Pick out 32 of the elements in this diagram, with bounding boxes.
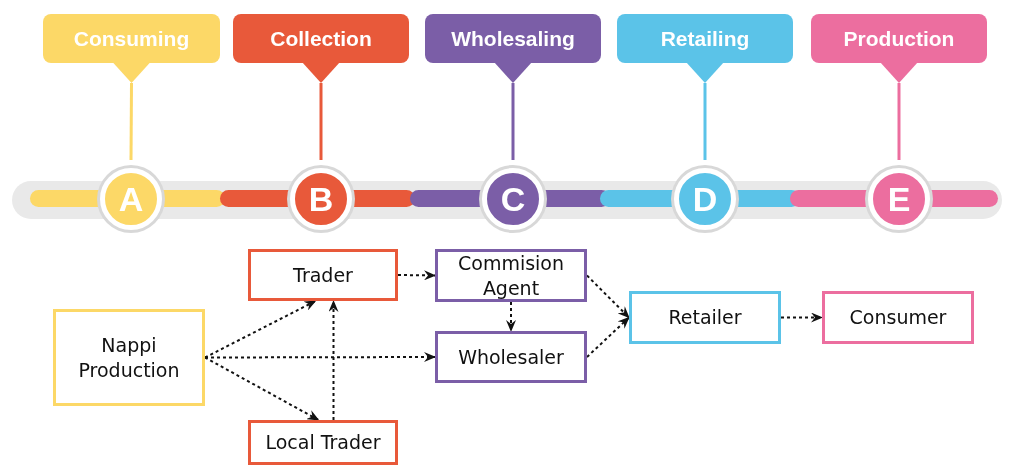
process-box: [53, 309, 205, 406]
arrow: [586, 274, 630, 319]
process-box: [435, 249, 587, 302]
leader-line: [129, 83, 133, 160]
arrow: [586, 316, 630, 358]
leader-line: [511, 83, 515, 160]
box-label: Trader: [293, 262, 353, 288]
leader-line: [703, 83, 707, 160]
process-box: [629, 291, 781, 344]
stage-circle: D: [674, 168, 736, 230]
leader-line: [319, 83, 323, 160]
arrow: [328, 300, 339, 421]
process-box: [822, 291, 974, 344]
process-box: [248, 420, 398, 465]
leader-line: [897, 83, 901, 160]
arrow: [204, 356, 320, 421]
stage-circle: B: [290, 168, 352, 230]
arrow: [780, 312, 823, 323]
process-box: [435, 331, 587, 383]
box-label: Nappi Production: [77, 332, 181, 383]
stage-circle: E: [868, 168, 930, 230]
process-box: [248, 249, 398, 301]
box-label: Commision Agent: [457, 250, 565, 301]
arrow: [397, 270, 436, 281]
box-label: Retailer: [668, 305, 742, 330]
box-label: Local Trader: [265, 430, 381, 455]
box-label: Wholesaler: [458, 344, 564, 370]
box-label: Consumer: [849, 305, 947, 330]
arrow: [506, 301, 516, 332]
stage-circle: C: [482, 168, 544, 230]
stage-circle: A: [100, 168, 162, 230]
arrow: [204, 352, 436, 362]
